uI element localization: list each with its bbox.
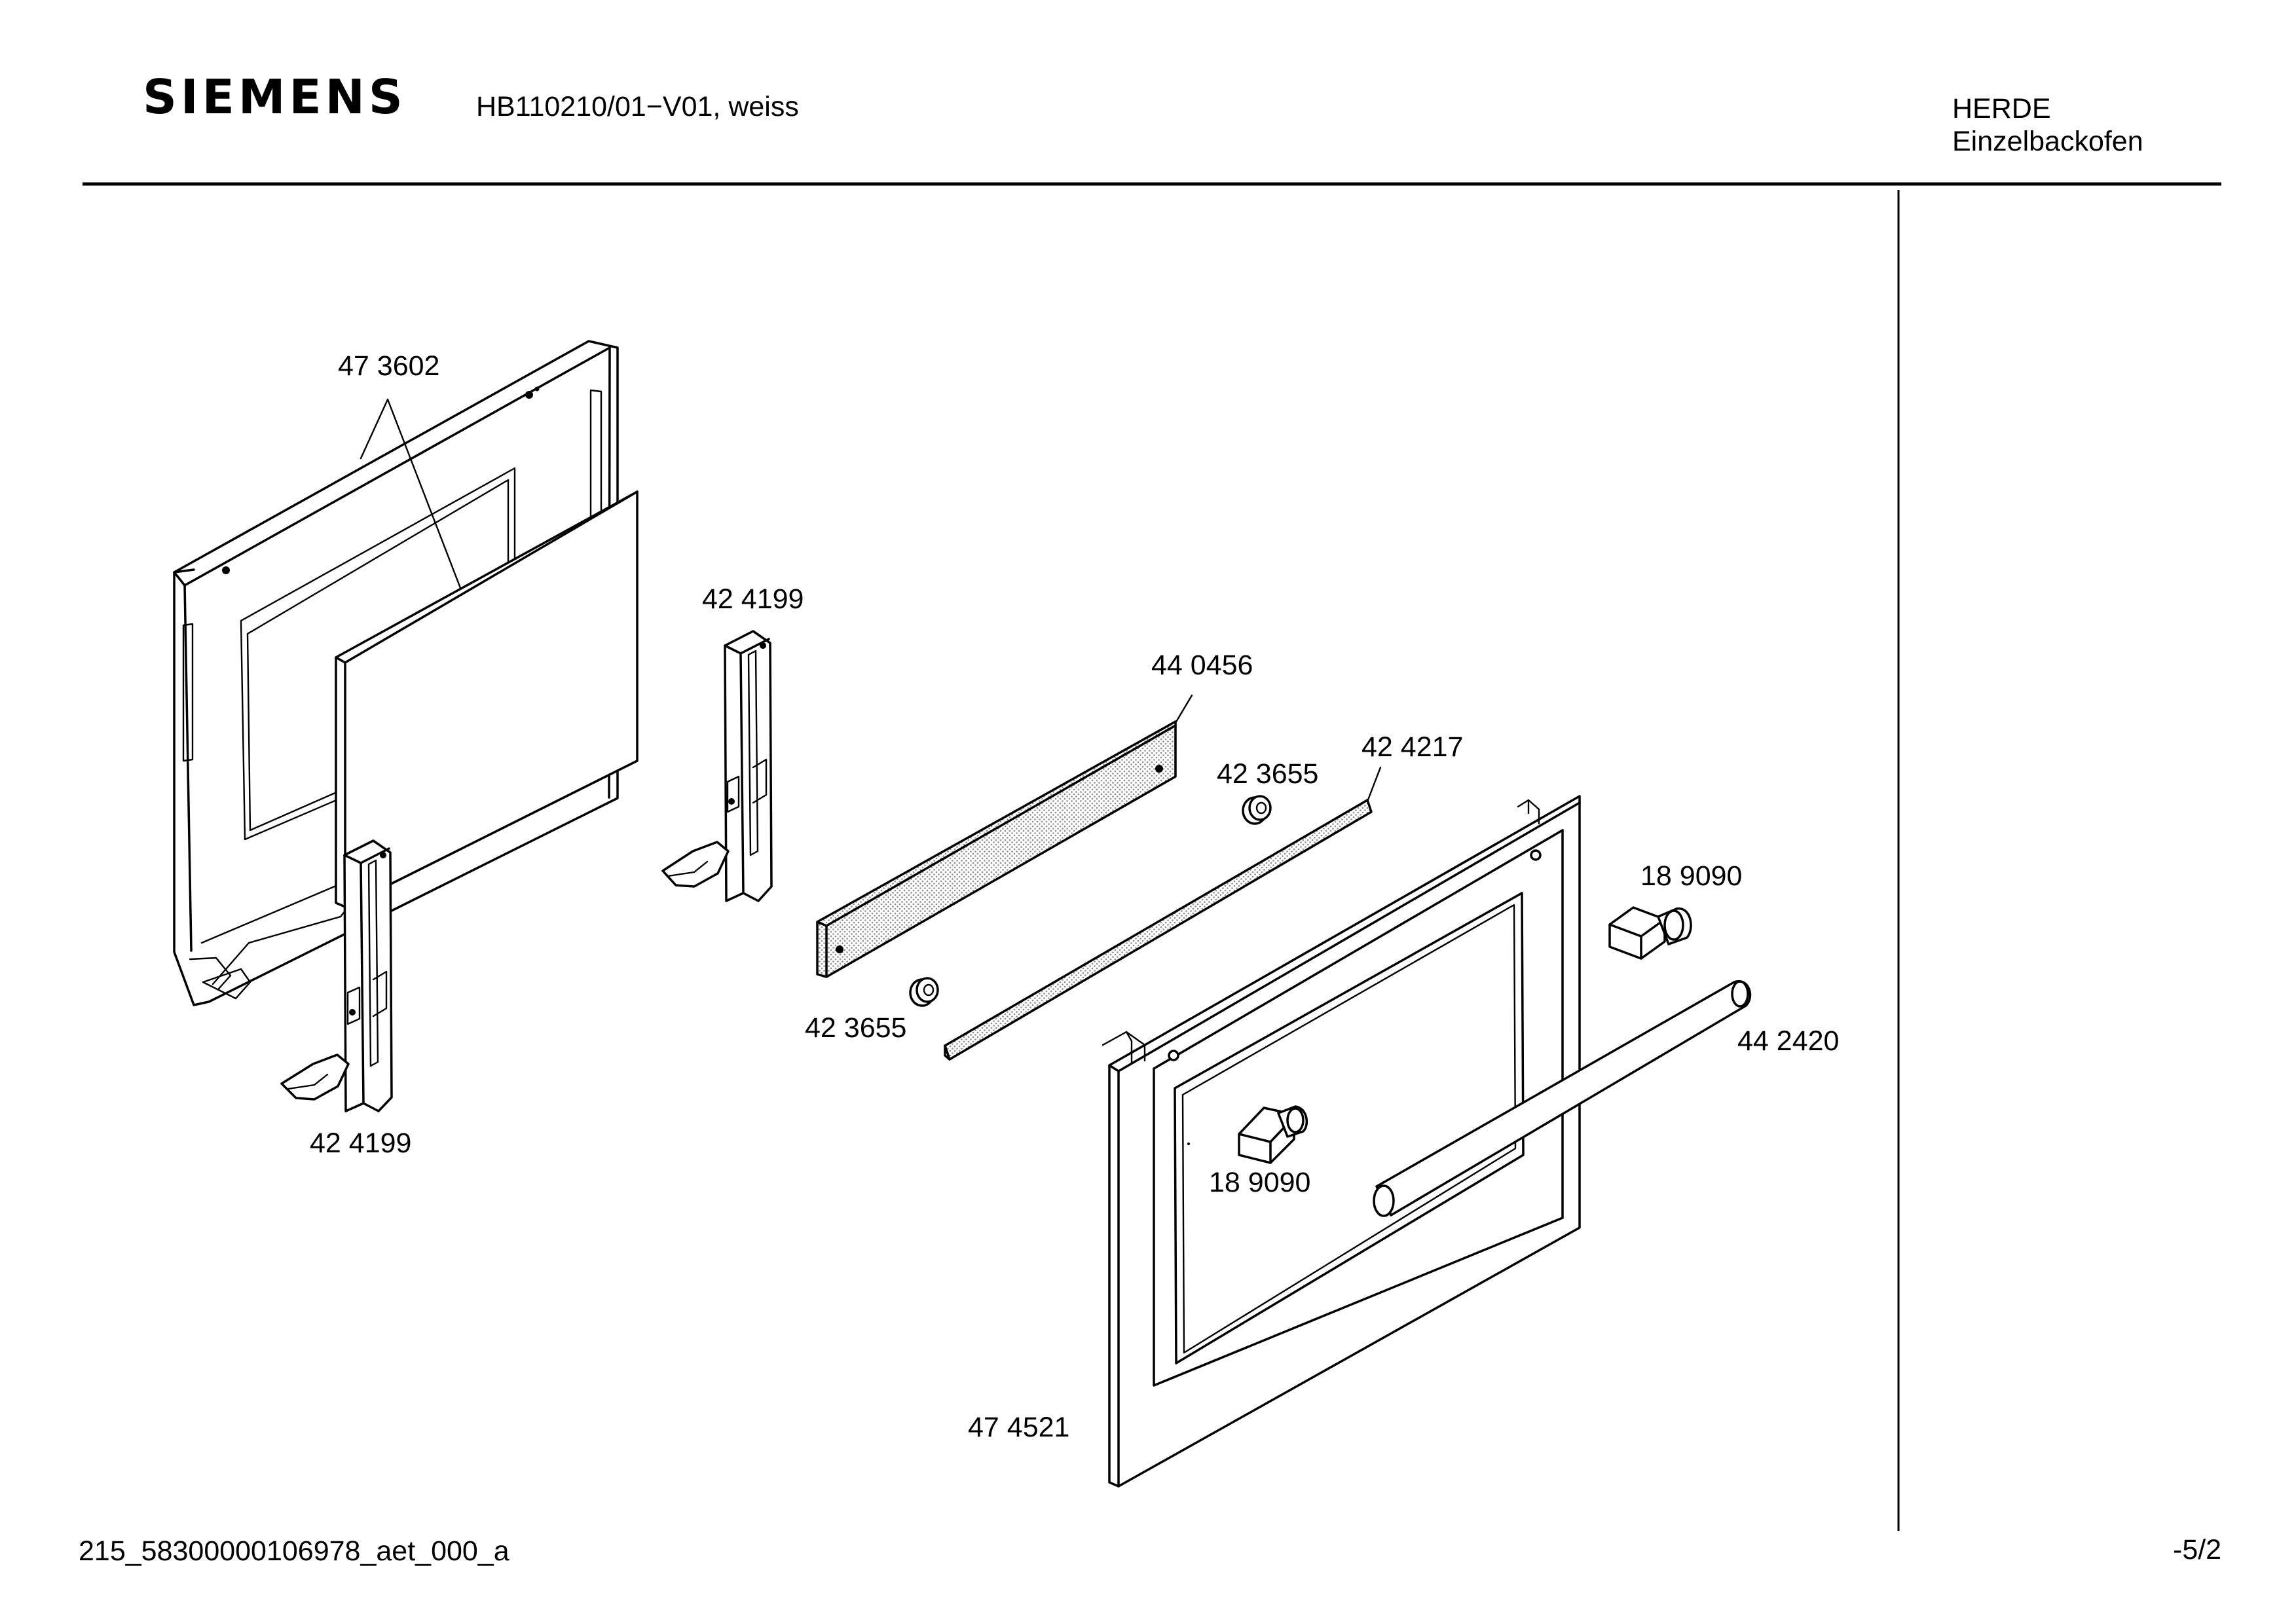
- spacer-top: [1242, 795, 1272, 825]
- handle-bracket-right: [1608, 906, 1692, 960]
- label-handle-bracket-left: 18 9090: [1209, 1167, 1310, 1198]
- label-handle-bar: 44 2420: [1737, 1025, 1839, 1057]
- handle-bracket-left: [1238, 1105, 1308, 1164]
- label-hinge-right: 42 4199: [702, 583, 804, 615]
- label-handle-bracket-right: 18 9090: [1640, 860, 1742, 892]
- brand-logo: SIEMENS: [143, 69, 407, 124]
- document-id: 215_58300000106978_aet_000_a: [79, 1535, 509, 1567]
- label-trim-strip: 44 0456: [1151, 650, 1253, 681]
- category-line-1: HERDE: [1952, 93, 2051, 124]
- seal-strip: [944, 799, 1373, 1061]
- glass-panel: [335, 490, 639, 908]
- model-number: HB110210/01−V01, weiss: [476, 91, 799, 122]
- label-spacer-top: 42 3655: [1217, 758, 1318, 790]
- inner-door-frame: [1102, 795, 1581, 1488]
- handle-bar: [1373, 980, 1752, 1217]
- label-seal-strip: 42 4217: [1361, 731, 1463, 763]
- leader-outer-panel-b: [386, 398, 462, 589]
- hinge-left: [280, 839, 393, 1112]
- category-line-2: Einzelbackofen: [1952, 125, 2143, 157]
- leader-outer-panel-a: [360, 398, 389, 460]
- label-inner-door-frame: 47 4521: [968, 1412, 1069, 1443]
- label-hinge-left: 42 4199: [310, 1127, 411, 1159]
- leader-trim-strip: [1174, 694, 1193, 724]
- appliance-category: HERDE Einzelbackofen: [1952, 93, 2143, 158]
- hinge-right: [661, 630, 773, 902]
- page-number: -5/2: [2173, 1534, 2222, 1566]
- leader-seal-strip: [1366, 766, 1382, 803]
- trim-strip: [816, 720, 1177, 978]
- label-spacer-bottom: 42 3655: [805, 1012, 906, 1044]
- spacer-bottom: [909, 977, 939, 1007]
- label-outer-door-panel: 47 3602: [338, 350, 439, 382]
